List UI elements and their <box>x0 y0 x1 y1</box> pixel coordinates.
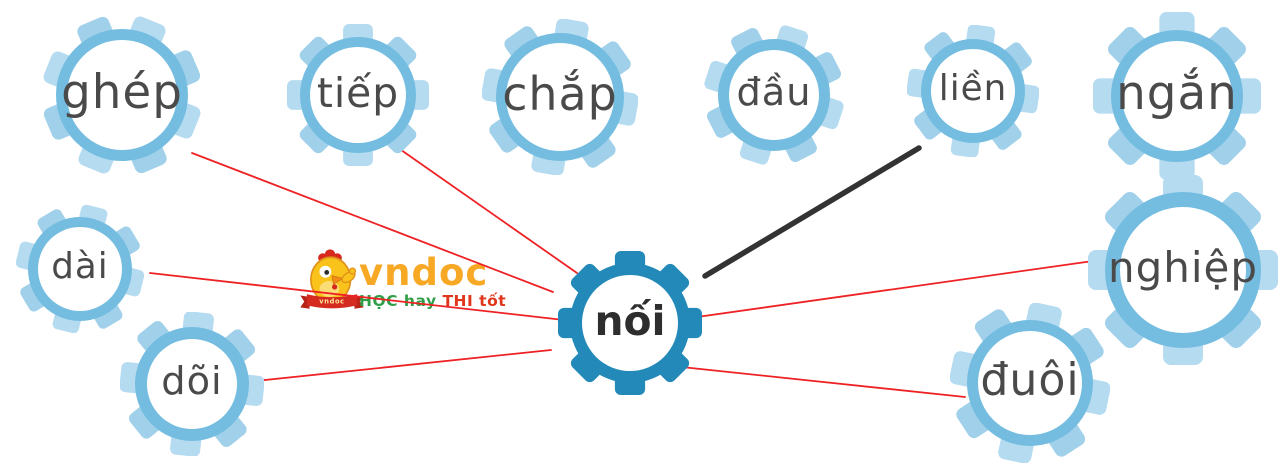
gear-label-tiep: tiếp <box>316 68 400 117</box>
match-line-tiep-noi <box>393 144 578 274</box>
match-line-doi-noi <box>245 349 552 383</box>
gear-icon <box>704 25 844 165</box>
gear-chap[interactable]: chắp <box>482 19 638 175</box>
vndoc-logo-text: vndoc HỌC hay THI tốt <box>359 246 506 310</box>
gear-icon <box>287 24 429 166</box>
answer-line-noi-lien <box>702 145 922 279</box>
vndoc-brand: vndoc <box>359 251 489 294</box>
gear-icon <box>43 16 201 174</box>
gear-icon <box>950 303 1110 463</box>
vndoc-logo: vndoc vndoc HỌC hay THI tốt <box>299 246 506 316</box>
gear-label-doi: dõi <box>161 358 223 404</box>
gear-icon <box>1088 175 1278 365</box>
match-line-noi-duoi <box>671 365 966 398</box>
match-line-dai-noi <box>149 272 565 321</box>
gear-icon <box>558 251 702 395</box>
gear-icon <box>16 205 144 333</box>
gear-label-ghep: ghép <box>61 65 183 120</box>
gear-doi[interactable]: dõi <box>120 312 264 456</box>
vndoc-mascot-icon: vndoc <box>300 249 364 309</box>
match-line-noi-nghiep <box>689 260 1094 319</box>
gear-label-ngan: ngắn <box>1116 66 1238 121</box>
gear-dau[interactable]: đầu <box>704 25 844 165</box>
gear-label-lien: liền <box>938 68 1008 110</box>
gear-icon <box>907 25 1039 157</box>
gear-label-dai: dài <box>51 246 109 288</box>
gear-noi[interactable]: nối <box>558 251 702 395</box>
match-line-ghep-noi <box>191 152 554 293</box>
gear-label-nghiep: nghiệp <box>1107 243 1259 292</box>
gear-label-duoi: đuôi <box>980 354 1080 406</box>
gear-tiep[interactable]: tiếp <box>287 24 429 166</box>
gear-label-dau: đầu <box>736 69 812 115</box>
gear-icon <box>1093 12 1261 180</box>
gear-icon <box>120 312 264 456</box>
gear-ngan[interactable]: ngắn <box>1093 12 1261 180</box>
gear-duoi[interactable]: đuôi <box>950 303 1110 463</box>
gear-dai[interactable]: dài <box>16 205 144 333</box>
gear-label-noi: nối <box>594 296 666 345</box>
gear-icon <box>482 19 638 175</box>
gear-ghep[interactable]: ghép <box>42 15 202 175</box>
gear-lien[interactable]: liền <box>907 25 1039 157</box>
banner-text: vndoc <box>319 297 344 305</box>
tagline-red: THI tốt <box>442 292 507 310</box>
gear-label-chap: chắp <box>502 67 618 122</box>
gear-nghiep[interactable]: nghiệp <box>1088 175 1278 365</box>
